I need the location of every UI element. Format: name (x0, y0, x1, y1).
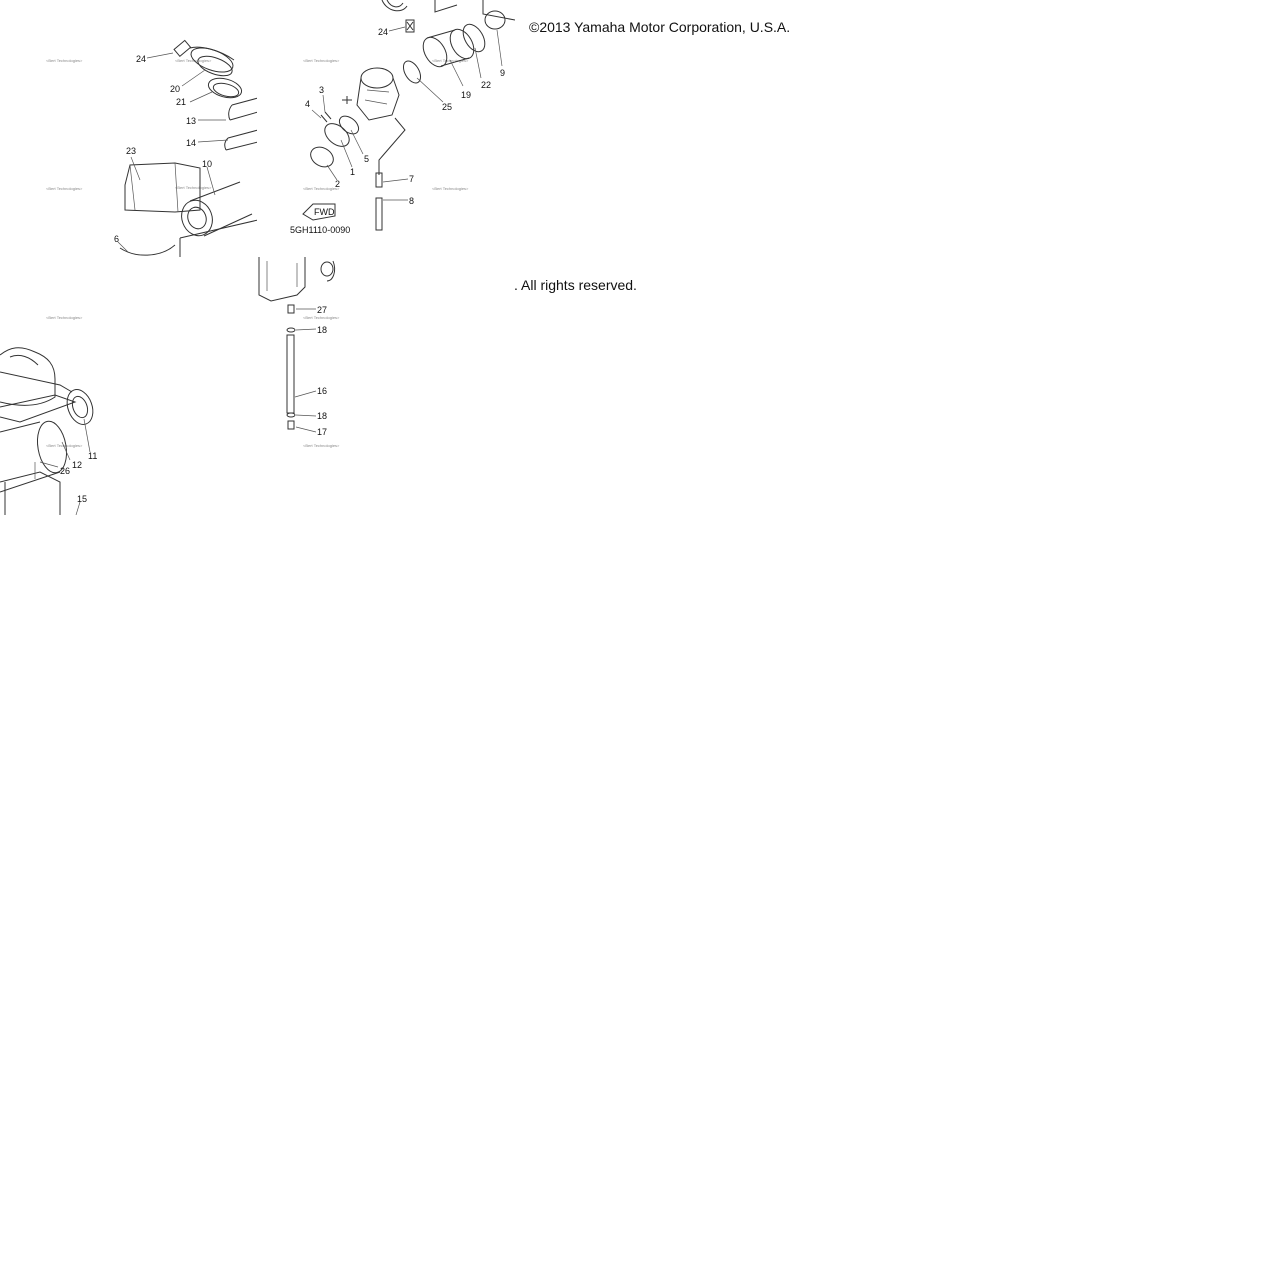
callout-label: 13 (186, 116, 196, 126)
diagram-code: 5GH1110-0090 (290, 225, 350, 235)
fwd-mark: FWD (314, 207, 335, 217)
callout-label: 19 (461, 90, 471, 100)
callout-label: 5 (364, 154, 369, 164)
callout-label: 22 (481, 80, 491, 90)
watermark: <Bert Technologies> (303, 58, 340, 63)
watermark: <Bert Technologies> (303, 443, 340, 448)
diagram-tile-airbox-bottom-left: <Bert Technologies> <Bert Technologies> … (0, 257, 258, 515)
airbox-bottom-left-drawing: <Bert Technologies> <Bert Technologies> … (0, 315, 97, 515)
rights-reserved-notice: . All rights reserved. (514, 277, 637, 293)
callout-label: 21 (176, 97, 186, 107)
copyright-notice: ©2013 Yamaha Motor Corporation, U.S.A. (529, 19, 791, 35)
drain-hose-drawing: <Bert Technologies> <Bert Technologies> … (258, 257, 340, 448)
callout-label: 23 (126, 146, 136, 156)
callout-label: 10 (202, 159, 212, 169)
callout-label: 24 (136, 54, 146, 64)
callout-label: 2 (335, 179, 340, 189)
watermark: <Bert Technologies> (46, 186, 83, 191)
callout-label: 20 (170, 84, 180, 94)
callout-label: 14 (186, 138, 196, 148)
callout-label: 7 (409, 174, 414, 184)
diagram-tile-carburetor-top-right: <Bert Technologies> <Bert Technologies> … (257, 0, 515, 258)
callout-label: 15 (77, 494, 87, 504)
callout-label: 8 (409, 196, 414, 206)
callout-label: 24 (378, 27, 388, 37)
carburetor-drawing: <Bert Technologies> <Bert Technologies> … (290, 0, 515, 235)
diagram-tile-drain-bottom-middle: <Bert Technologies> <Bert Technologies> … (257, 257, 515, 515)
callout-label: 4 (305, 99, 310, 109)
callout-label: 18 (317, 325, 327, 335)
callout-label: 26 (60, 466, 70, 476)
watermark: <Bert Technologies> (303, 315, 340, 320)
airbox-top-left-drawing: <Bert Technologies> <Bert Technologies> … (46, 39, 258, 258)
callout-label: 25 (442, 102, 452, 112)
callout-label: 1 (350, 167, 355, 177)
watermark: <Bert Technologies> (175, 185, 212, 190)
callout-label: 3 (319, 85, 324, 95)
watermark: <Bert Technologies> (46, 58, 83, 63)
callout-label: 18 (317, 411, 327, 421)
callout-label: 11 (88, 451, 97, 461)
watermark: <Bert Technologies> (432, 186, 469, 191)
watermark: <Bert Technologies> (46, 443, 83, 448)
callout-label: 16 (317, 386, 327, 396)
callout-label: 9 (500, 68, 505, 78)
diagram-tile-airbox-top-left: <Bert Technologies> <Bert Technologies> … (0, 0, 258, 258)
watermark: <Bert Technologies> (303, 186, 340, 191)
callout-label: 27 (317, 305, 327, 315)
callout-label: 17 (317, 427, 327, 437)
watermark: <Bert Technologies> (46, 315, 83, 320)
callout-label: 6 (114, 234, 119, 244)
callout-label: 12 (72, 460, 82, 470)
